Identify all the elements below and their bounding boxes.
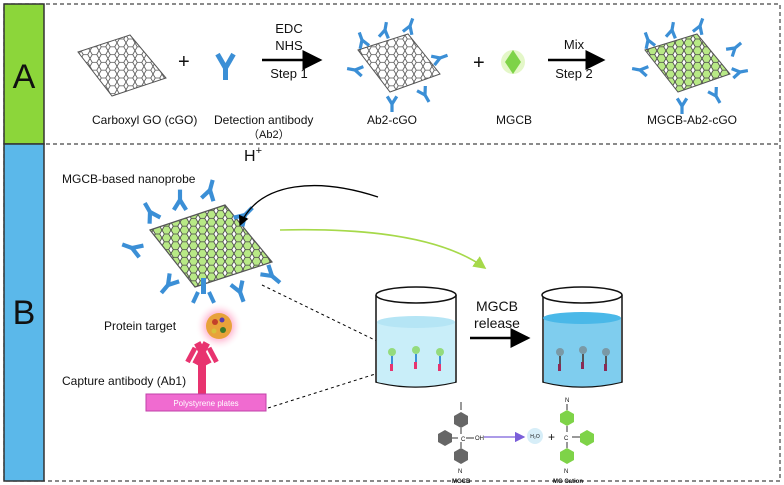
ab2-cgo-sheet <box>346 16 450 112</box>
protein-target <box>195 302 243 350</box>
nanoprobe-label: MGCB-based nanoprobe <box>62 172 196 186</box>
polystyrene-plate <box>145 393 267 412</box>
plus-sign-3: + <box>548 430 555 444</box>
mg-cation-structure: N C N MG Cation <box>553 398 594 485</box>
mgcb-carbon: C <box>461 437 466 443</box>
proton-symbol: H+ <box>244 145 262 165</box>
acid-release-arrow <box>238 185 379 227</box>
step2-reagent-mix: Mix <box>564 37 585 52</box>
protein-target-label: Protein target <box>104 319 177 333</box>
mgcb-nitrogen: N <box>458 469 462 475</box>
step1-reagent-edc: EDC <box>275 21 302 36</box>
detection-antibody-bound <box>191 278 216 304</box>
step1-reagent-nhs: NHS <box>275 38 303 53</box>
panel-b-tab <box>3 143 45 482</box>
mg-cation-label: MG Cation <box>553 479 583 485</box>
step2-label: Step 2 <box>555 66 593 81</box>
detection-antibody-label: Detection antibody <box>214 113 313 127</box>
water-bubble <box>527 428 543 444</box>
mgcb-structure: C OH N MGCB <box>438 402 484 485</box>
capture-antibody-label: Capture antibody (Ab1) <box>62 374 186 388</box>
carboxyl-go-sheet <box>77 34 167 97</box>
cgo-label: Carboxyl GO (cGO) <box>92 113 197 127</box>
well-before <box>375 286 457 388</box>
release-label-top: MGCB <box>476 298 518 314</box>
mg-cation-nitrogen-top: N <box>565 398 569 404</box>
polystyrene-plate-label: Polystyrene plates <box>173 399 238 408</box>
detection-antibody-icon <box>215 52 236 80</box>
mgcb-ab2-cgo-probe <box>631 16 749 114</box>
well-after <box>541 286 623 388</box>
panel-a-tab <box>3 3 45 145</box>
mgcb-structure-label: MGCB <box>452 479 471 485</box>
plus-sign-2: + <box>473 52 485 74</box>
mgcb-diffusion-arrow <box>279 228 487 269</box>
step1-label: Step 1 <box>270 66 308 81</box>
mgcb-label: MGCB <box>496 113 532 127</box>
panel-b-label: B <box>13 294 36 332</box>
mg-cation-carbon: C <box>564 436 569 442</box>
detection-antibody-abbrev: （Ab2） <box>248 128 290 141</box>
mg-cation-nitrogen: N <box>564 469 568 475</box>
panel-a-label: A <box>13 58 36 96</box>
mgcb-molecule-icon <box>501 50 525 74</box>
mgcb-hydroxyl: OH <box>475 436 484 442</box>
plus-sign-1: + <box>178 51 190 73</box>
probe-label: MGCB-Ab2-cGO <box>647 113 737 127</box>
water-label: H₂O <box>530 434 540 440</box>
zoom-line-top <box>261 284 386 346</box>
zoom-line-bottom <box>267 369 389 409</box>
ab2-cgo-label: Ab2-cGO <box>367 113 417 127</box>
capture-antibody <box>185 341 219 394</box>
release-label-bottom: release <box>474 315 520 331</box>
outer-frame <box>3 3 781 482</box>
